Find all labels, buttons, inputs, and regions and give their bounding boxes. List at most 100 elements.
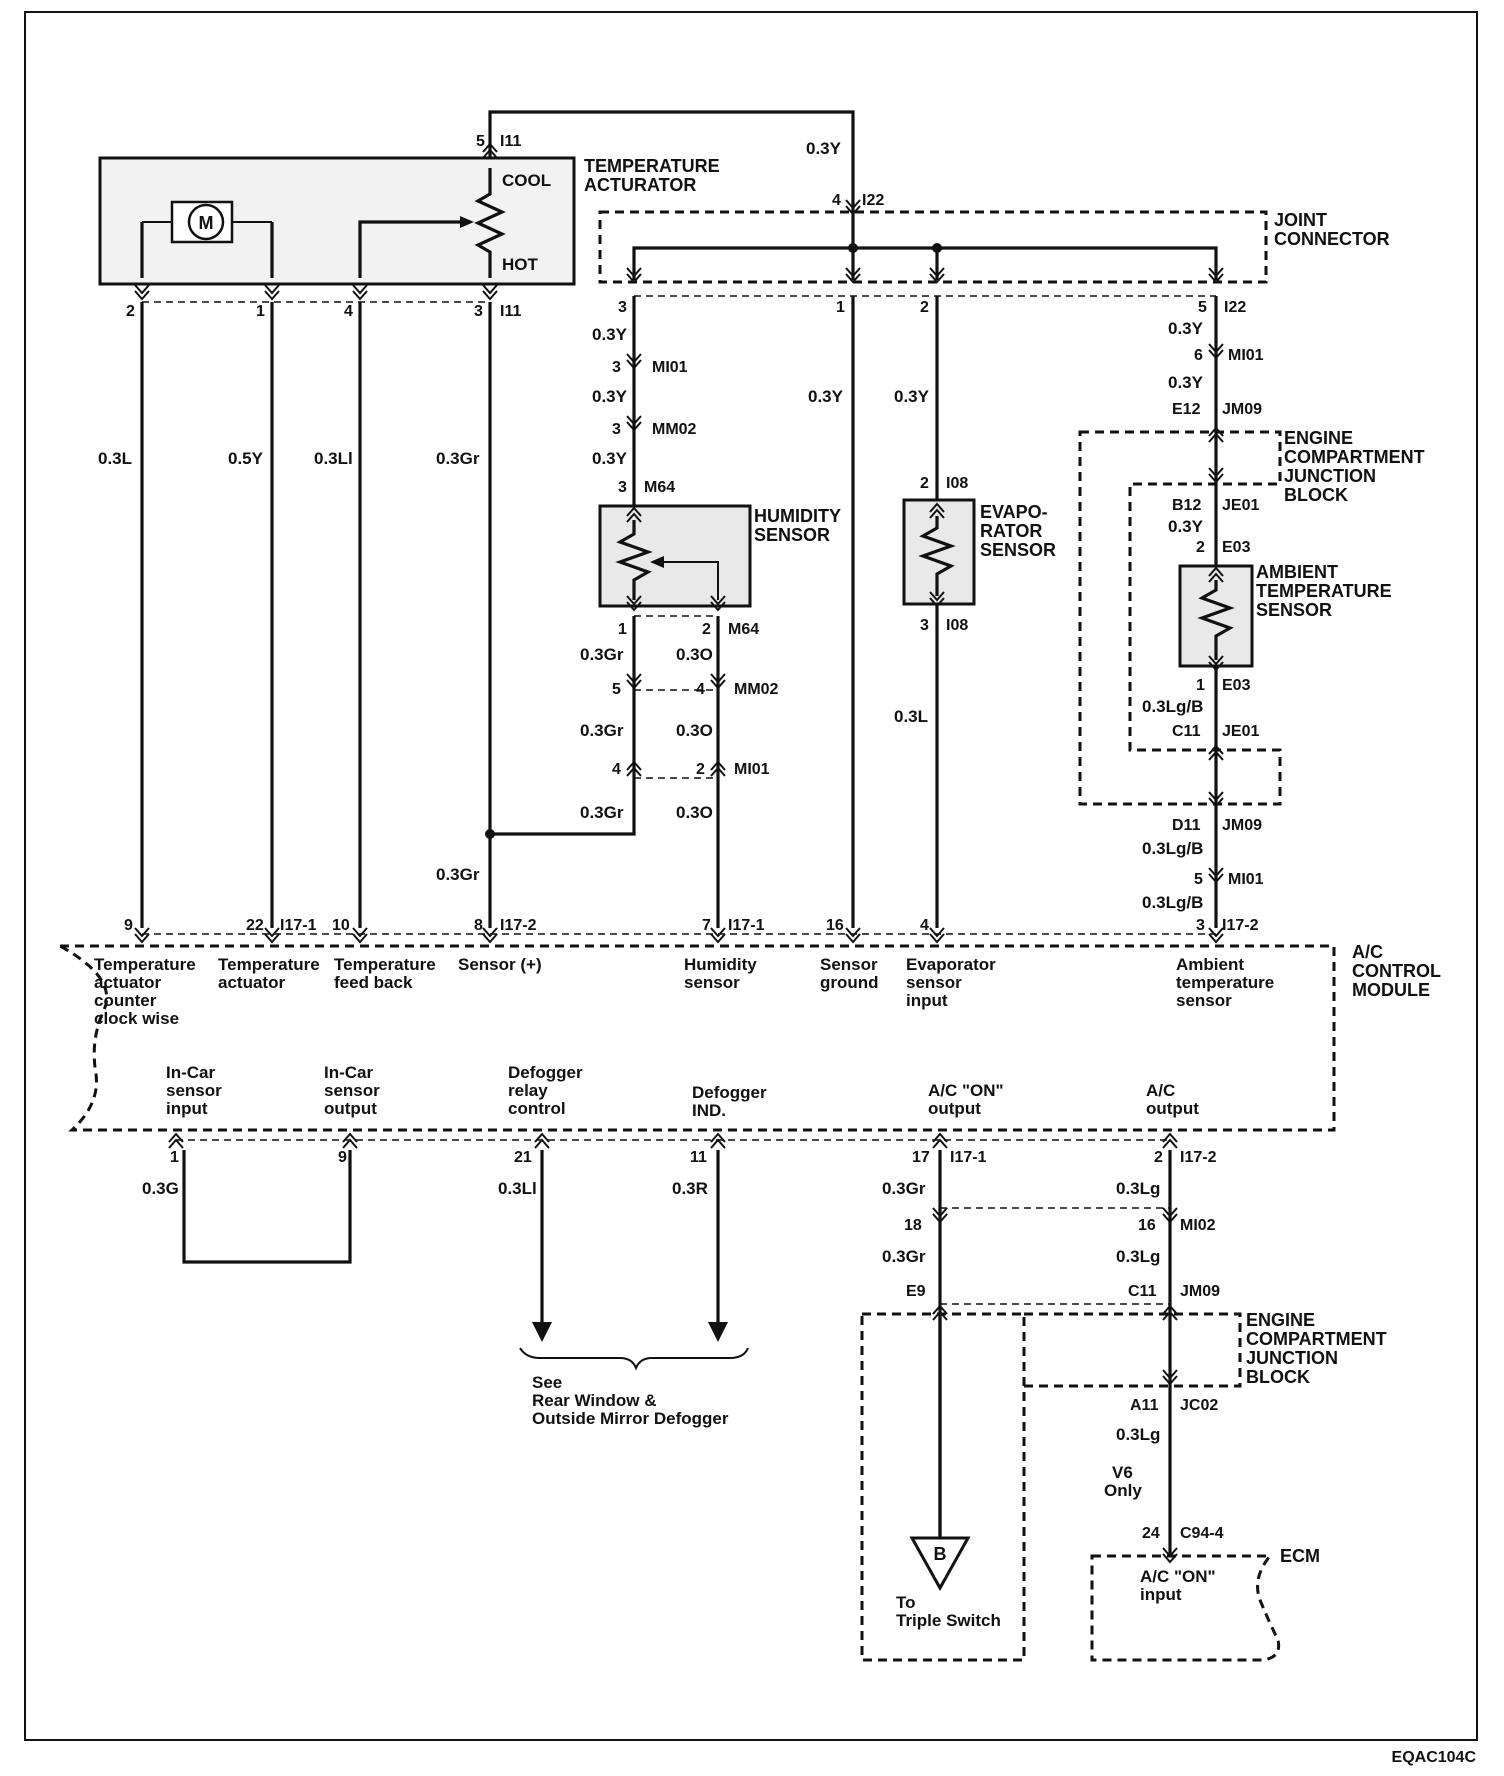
pin-name-ambient-sensor: Ambient temperature sensor — [1176, 955, 1279, 1010]
svg-text:0.3O: 0.3O — [676, 721, 713, 740]
svg-text:E12: E12 — [1172, 401, 1201, 418]
svg-text:0.3Y: 0.3Y — [808, 387, 844, 406]
svg-text:1: 1 — [256, 303, 265, 320]
pin-name-incar-input: In-Car sensor input — [166, 1063, 226, 1118]
svg-text:0.3Gr: 0.3Gr — [436, 449, 480, 468]
svg-text:0.3Ll: 0.3Ll — [314, 449, 353, 468]
svg-text:2: 2 — [920, 299, 929, 316]
svg-text:0.3Gr: 0.3Gr — [580, 803, 624, 822]
svg-text:0.3Y: 0.3Y — [894, 387, 930, 406]
svg-text:0.3O: 0.3O — [676, 645, 713, 664]
svg-text:1: 1 — [618, 621, 627, 638]
svg-text:3: 3 — [618, 299, 627, 316]
svg-text:3: 3 — [920, 617, 929, 634]
svg-text:JC02: JC02 — [1180, 1397, 1218, 1414]
svg-text:I17-1: I17-1 — [728, 917, 765, 934]
pin-name-sensor-ground: Sensor ground — [820, 955, 882, 992]
svg-text:10: 10 — [332, 917, 350, 934]
evaporator-sensor-label: EVAPO- RATOR SENSOR — [980, 502, 1056, 560]
svg-text:0.3Y: 0.3Y — [592, 387, 628, 406]
svg-text:0.3Gr: 0.3Gr — [580, 721, 624, 740]
svg-text:I22: I22 — [862, 192, 884, 209]
svg-text:I17-1: I17-1 — [950, 1149, 987, 1166]
svg-text:0.3Gr: 0.3Gr — [882, 1247, 926, 1266]
v6-only-note: V6 Only — [1104, 1463, 1142, 1500]
pin-name-ac-on-output: A/C "ON" output — [928, 1081, 1008, 1118]
diagram-frame — [24, 11, 1478, 1741]
svg-text:MI02: MI02 — [1180, 1217, 1216, 1234]
svg-text:4: 4 — [832, 192, 841, 209]
ecm-label: ECM — [1280, 1546, 1320, 1566]
svg-text:E03: E03 — [1222, 677, 1251, 694]
svg-text:2: 2 — [126, 303, 135, 320]
ecjb-label-bottom: ENGINE COMPARTMENT JUNCTION BLOCK — [1246, 1310, 1392, 1387]
svg-text:9: 9 — [338, 1149, 347, 1166]
resistor-icon — [1197, 580, 1235, 660]
svg-text:0.3Lg: 0.3Lg — [1116, 1425, 1160, 1444]
svg-text:MI01: MI01 — [1228, 871, 1264, 888]
wire-incar-loop — [182, 1150, 352, 1264]
ecm-block: ECM A/C "ON" input — [1090, 1546, 1320, 1662]
svg-text:I08: I08 — [946, 475, 968, 492]
svg-text:I11: I11 — [500, 133, 521, 150]
defogger-brace — [519, 1347, 749, 1371]
svg-text:C94-4: C94-4 — [1180, 1525, 1224, 1542]
svg-text:3: 3 — [474, 303, 483, 320]
svg-text:3: 3 — [612, 421, 621, 438]
svg-text:24: 24 — [1142, 1525, 1160, 1542]
svg-text:2: 2 — [920, 475, 929, 492]
svg-text:I08: I08 — [946, 617, 968, 634]
svg-text:M64: M64 — [728, 621, 759, 638]
svg-text:0.3Lg: 0.3Lg — [1116, 1179, 1160, 1198]
svg-text:7: 7 — [702, 917, 711, 934]
svg-text:1: 1 — [170, 1149, 179, 1166]
wire-0-3y-top — [488, 110, 855, 246]
svg-text:E9: E9 — [906, 1283, 926, 1300]
joint-connector-label: JOINT CONNECTOR — [1274, 210, 1390, 249]
resistor-icon — [474, 168, 506, 278]
svg-text:0.3Gr: 0.3Gr — [580, 645, 624, 664]
svg-text:MM02: MM02 — [734, 681, 779, 698]
svg-text:8: 8 — [474, 917, 483, 934]
svg-text:4: 4 — [344, 303, 353, 320]
svg-text:0.3L: 0.3L — [894, 707, 928, 726]
svg-text:16: 16 — [1138, 1217, 1156, 1234]
svg-text:0.3O: 0.3O — [676, 803, 713, 822]
svg-text:MM02: MM02 — [652, 421, 697, 438]
evaporator-sensor: EVAPO- RATOR SENSOR — [902, 498, 1056, 607]
svg-text:4: 4 — [612, 761, 621, 778]
svg-text:4: 4 — [696, 681, 705, 698]
svg-text:B12: B12 — [1172, 497, 1201, 514]
svg-text:C11: C11 — [1172, 723, 1201, 740]
humidity-sensor: HUMIDITY SENSOR — [598, 504, 841, 611]
svg-text:I17-2: I17-2 — [500, 917, 537, 934]
svg-text:0.3Lg/B: 0.3Lg/B — [1142, 697, 1203, 716]
pin-name-defogger-relay: Defogger relay control — [508, 1063, 587, 1118]
svg-text:0.5Y: 0.5Y — [228, 449, 264, 468]
svg-text:0.3Gr: 0.3Gr — [882, 1179, 926, 1198]
svg-text:MI01: MI01 — [1228, 347, 1264, 364]
defogger-reference: See Rear Window & Outside Mirror Defogge… — [532, 1373, 729, 1428]
svg-text:3: 3 — [618, 479, 627, 496]
svg-text:MI01: MI01 — [734, 761, 770, 778]
svg-text:JM09: JM09 — [1180, 1283, 1220, 1300]
svg-text:M: M — [199, 213, 214, 233]
ecjb-label-top: ENGINE COMPARTMENT JUNCTION BLOCK — [1284, 428, 1430, 505]
svg-text:I22: I22 — [1224, 299, 1246, 316]
svg-text:JM09: JM09 — [1222, 817, 1262, 834]
ground-b-icon: B — [909, 1536, 971, 1592]
svg-text:0.3Y: 0.3Y — [592, 325, 628, 344]
ac-control-module-label: A/C CONTROL MODULE — [1352, 942, 1446, 1000]
svg-text:16: 16 — [826, 917, 844, 934]
svg-text:0.3Lg: 0.3Lg — [1116, 1247, 1160, 1266]
svg-text:0.3Ll: 0.3Ll — [498, 1179, 537, 1198]
motor-icon: M — [142, 200, 272, 244]
svg-text:21: 21 — [514, 1149, 532, 1166]
svg-text:MI01: MI01 — [652, 359, 688, 376]
ambient-temperature-sensor: AMBIENT TEMPERATURE SENSOR — [1178, 562, 1392, 671]
pin-name-temp-actuator: Temperature actuator — [218, 955, 324, 992]
hot-label: HOT — [502, 255, 539, 274]
svg-text:11: 11 — [690, 1149, 707, 1166]
svg-text:1: 1 — [1196, 677, 1205, 694]
